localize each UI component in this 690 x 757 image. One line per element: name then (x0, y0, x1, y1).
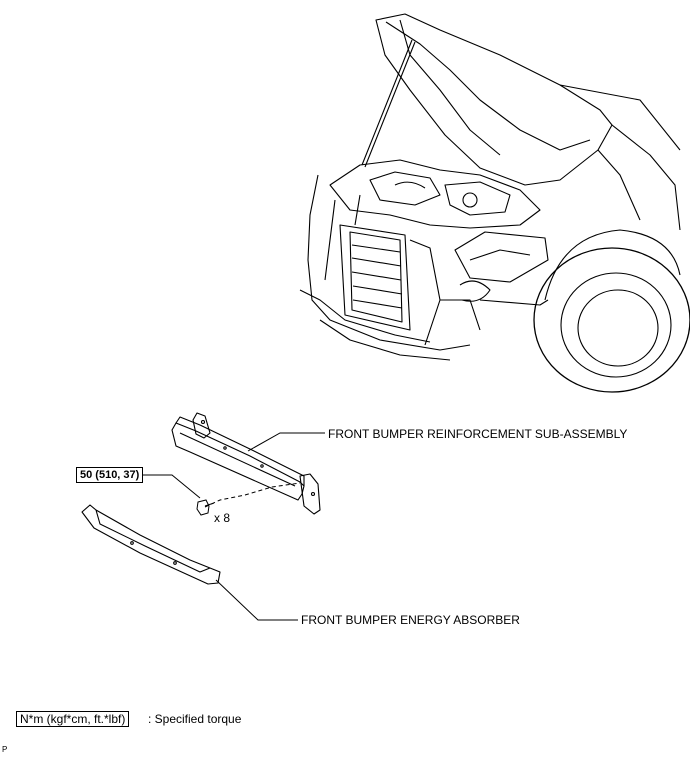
reinforcement-label: FRONT BUMPER REINFORCEMENT SUB-ASSEMBLY (328, 427, 628, 441)
bumper-reinforcement (171, 412, 321, 515)
torque-unit-box: N*m (kgf*cm, ft.*lbf) (16, 711, 130, 727)
absorber-label: FRONT BUMPER ENERGY ABSORBER (301, 613, 520, 627)
torque-legend-text: : Specified torque (148, 712, 242, 726)
leader-lines (143, 432, 325, 621)
torque-value-box: 50 (510, 37) (76, 467, 144, 483)
corner-mark: P (2, 745, 8, 754)
energy-absorber (81, 504, 221, 585)
bolt-count-label: x 8 (214, 511, 231, 525)
bolt-fastener (196, 482, 301, 516)
vehicle-illustration (299, 13, 690, 393)
